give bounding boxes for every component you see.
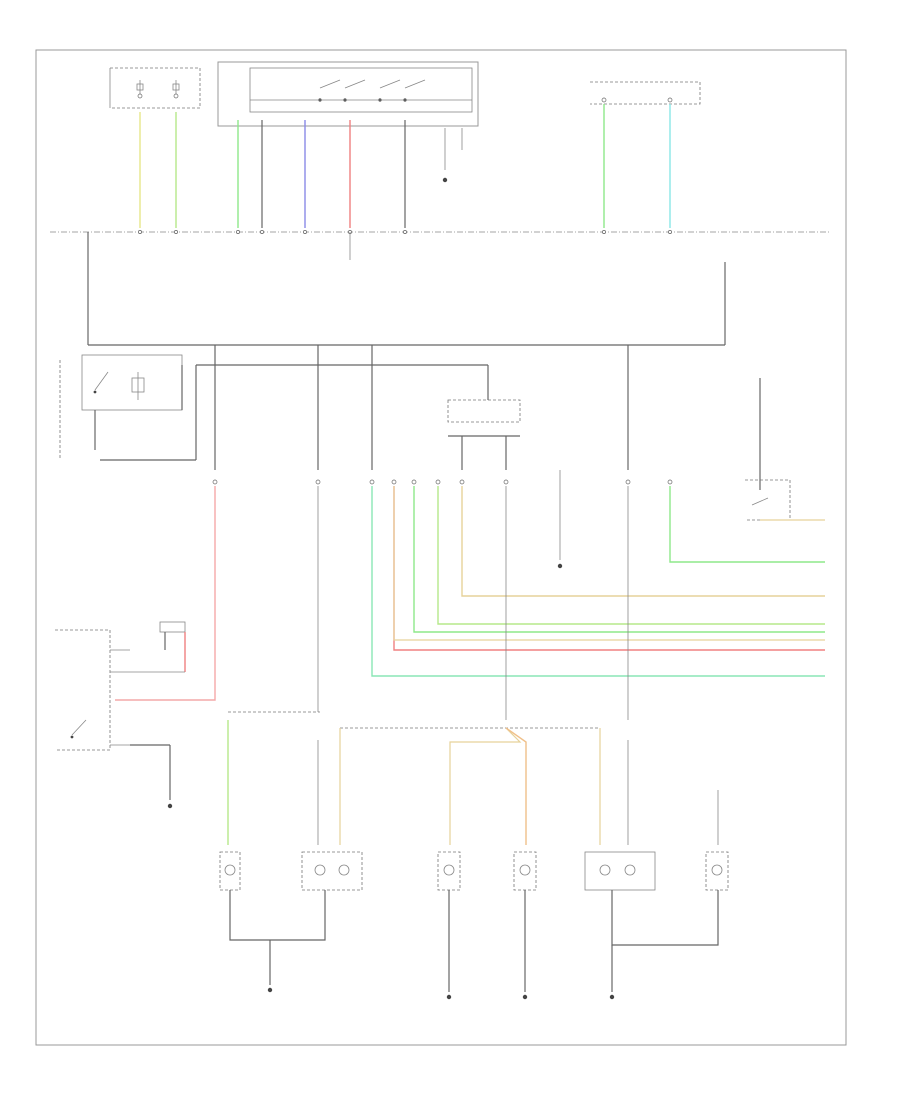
wire-pink-left — [115, 486, 216, 701]
wire-orange-split — [505, 727, 527, 845]
right-sensor-block — [745, 378, 791, 521]
mid-ground — [557, 470, 563, 569]
lamp-5 — [584, 851, 656, 891]
wire-green-mid-1 — [413, 486, 825, 633]
lamp-1 — [219, 851, 241, 891]
multifunction-switch-block — [55, 621, 186, 809]
wire-red-mid — [393, 486, 825, 651]
lamp-2 — [301, 851, 363, 891]
wire-green-right — [669, 486, 825, 563]
bus-pins — [138, 230, 672, 234]
wire-cyan-mid — [371, 486, 825, 677]
fuse-box-block — [109, 67, 201, 109]
connector-row — [212, 479, 673, 485]
dimmer-relay-block — [59, 354, 488, 461]
lamp-grounds — [229, 890, 719, 1000]
wire-tan-split — [449, 727, 522, 845]
headlamp-switch-block — [217, 61, 479, 127]
lamp-distribution — [227, 711, 719, 845]
wire-tan-mid — [461, 486, 825, 597]
lamp-row — [219, 851, 729, 891]
wire-yellow-mid — [393, 486, 825, 641]
diagram-frame — [35, 49, 847, 1046]
lamp-3 — [437, 851, 461, 891]
turn-signal-block — [590, 81, 701, 105]
switch-ground — [442, 128, 463, 183]
lamp-6 — [705, 851, 729, 891]
wire-green-mid-2 — [437, 486, 825, 625]
lamp-4 — [513, 851, 537, 891]
junction-block — [447, 365, 521, 470]
